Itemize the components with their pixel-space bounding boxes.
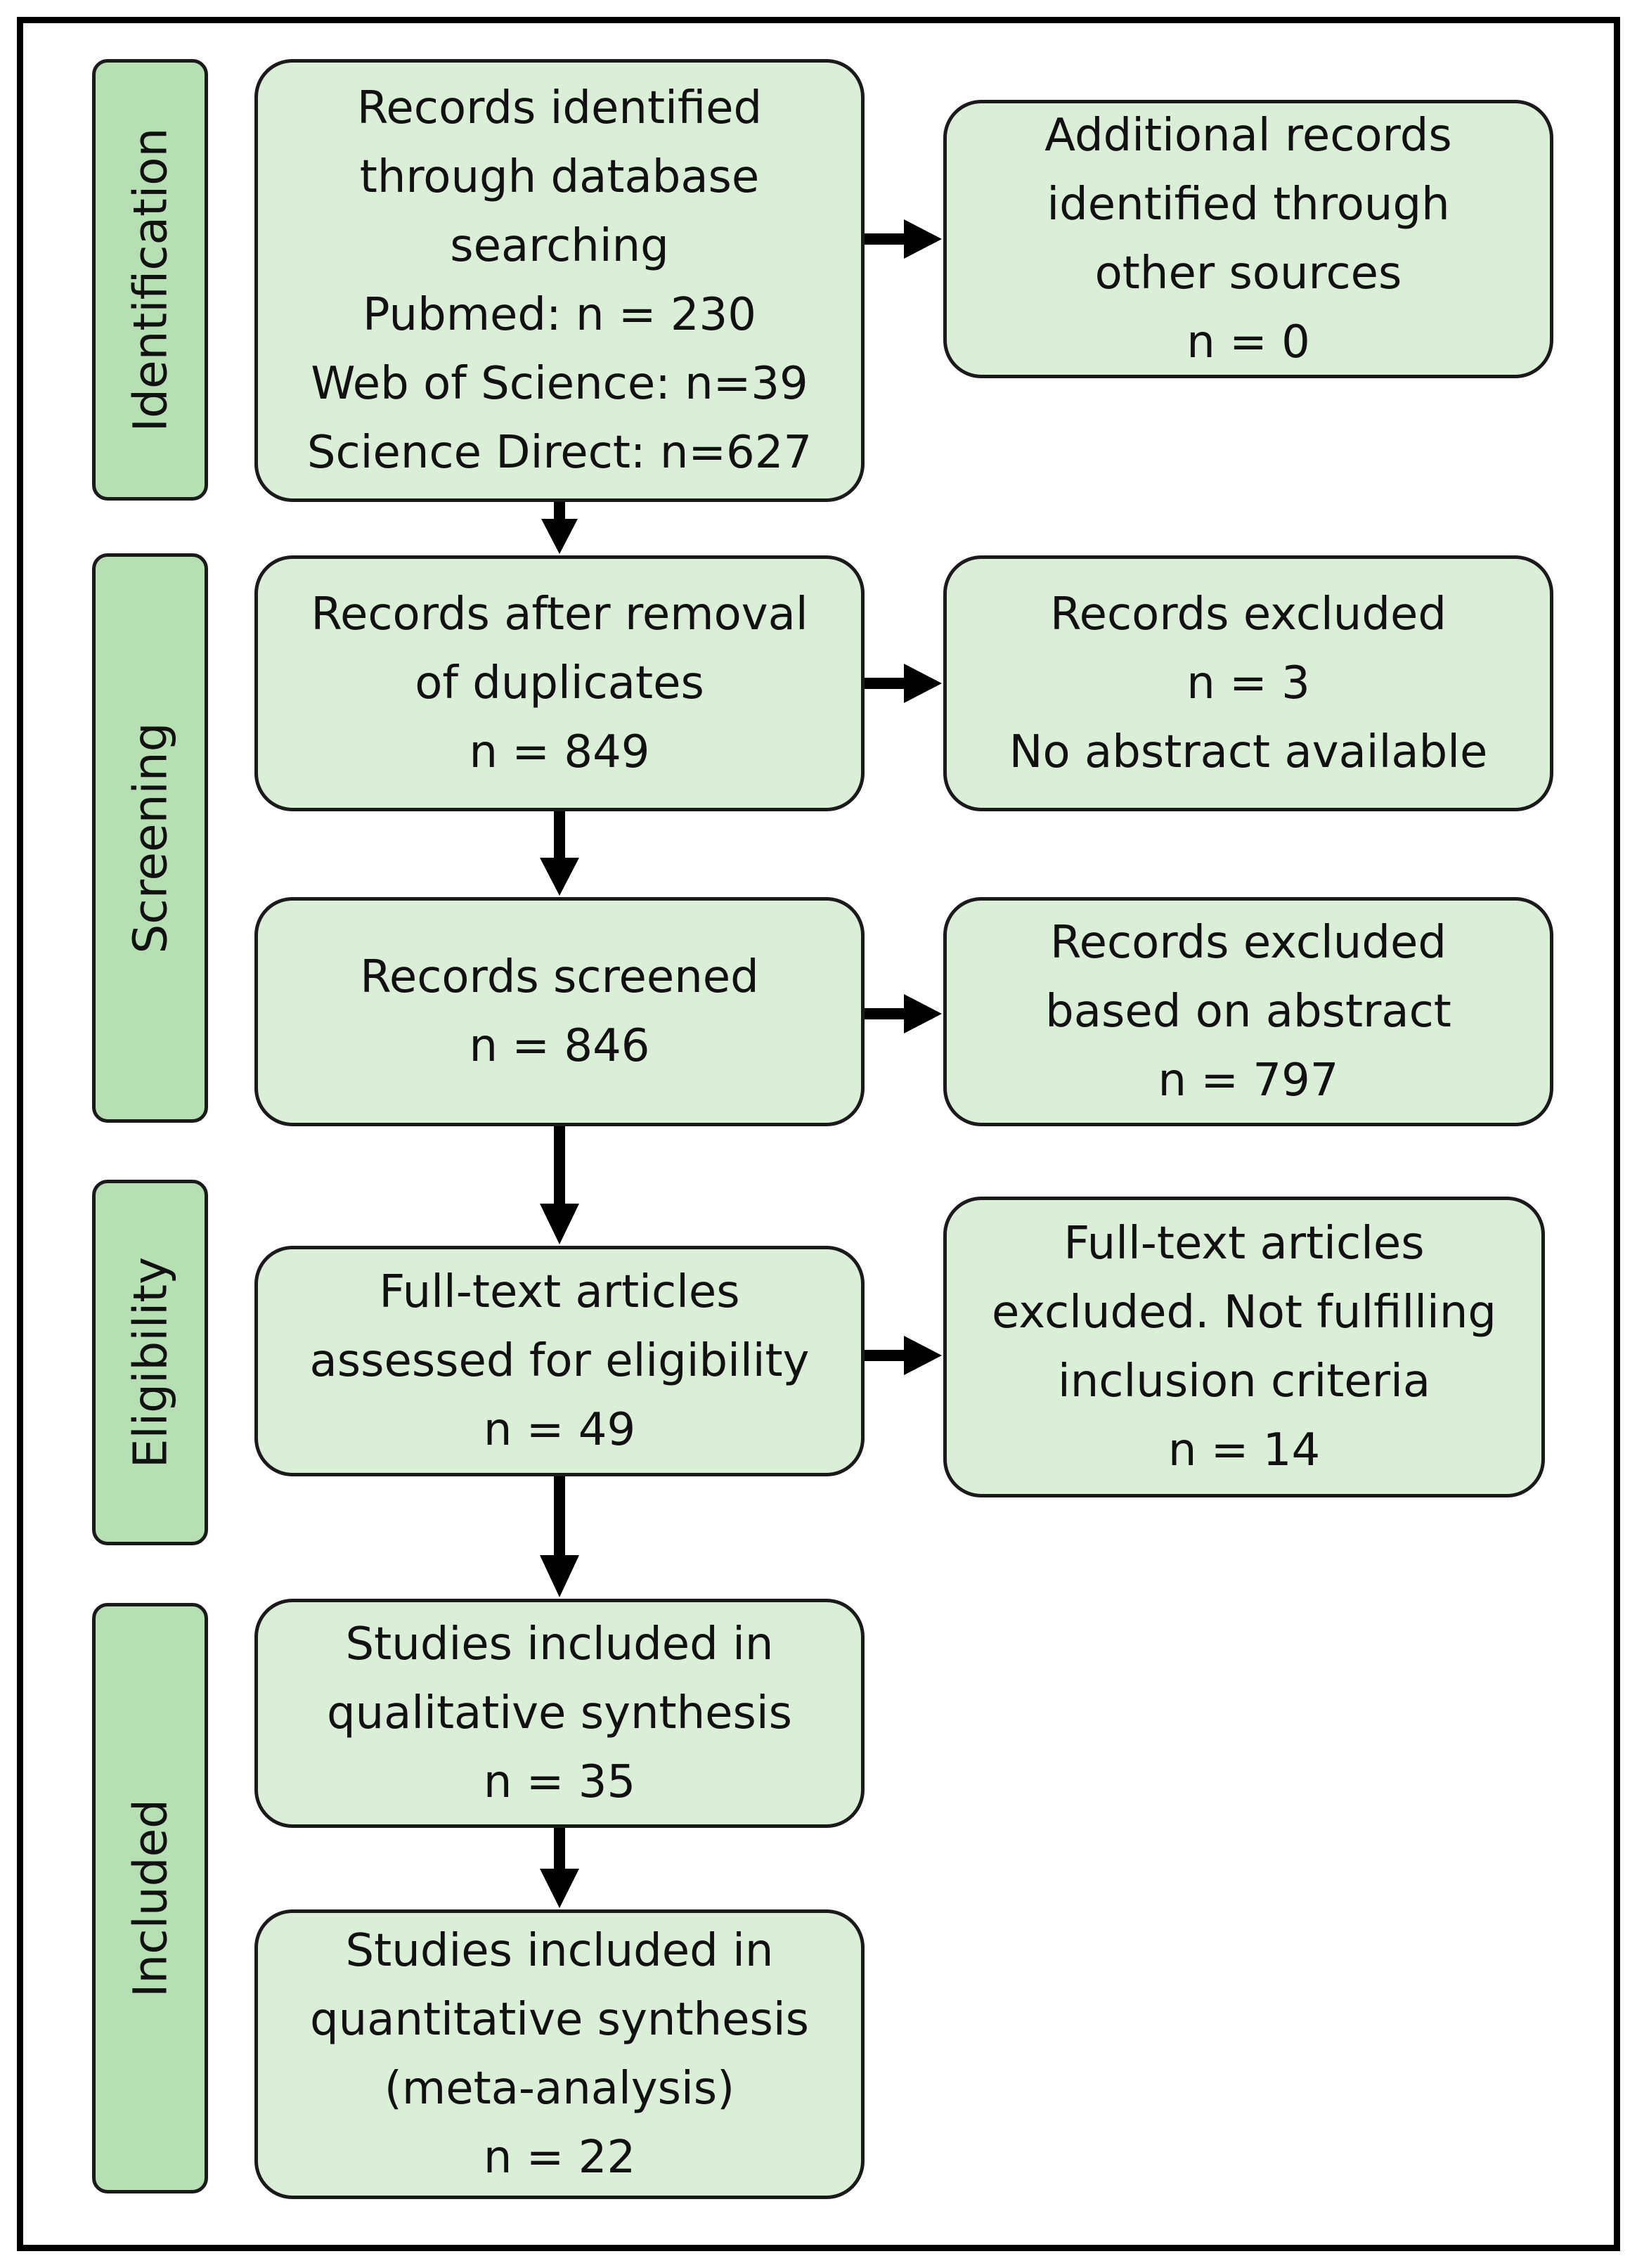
box-full-text-assessed-line: n = 49	[483, 1404, 636, 1456]
box-database-search-line: Web of Science: n=39	[311, 358, 808, 410]
box-database-search-line: Pubmed: n = 230	[363, 289, 756, 341]
box-other-sources: Additional records identified through ot…	[943, 100, 1553, 378]
box-quantitative-line: n = 22	[483, 2132, 636, 2184]
arrow-down-2	[540, 811, 579, 896]
box-after-duplicates: Records after removal of duplicates n = …	[254, 555, 865, 811]
box-full-text-assessed-line: Full-text articles	[379, 1266, 740, 1318]
arrow-down-5	[540, 1828, 579, 1908]
box-full-text-assessed-line: assessed for eligibility	[309, 1335, 810, 1387]
arrow-down-3	[540, 1126, 579, 1244]
box-qualitative: Studies included in qualitative synthesi…	[254, 1599, 865, 1828]
box-full-text-excluded-line: inclusion criteria	[1057, 1355, 1431, 1407]
box-excluded-abstract-line: n = 797	[1158, 1055, 1339, 1107]
stage-screening: Screening	[92, 553, 208, 1123]
box-after-duplicates-line: of duplicates	[415, 657, 704, 709]
box-quantitative-line: (meta-analysis)	[384, 2063, 735, 2115]
box-quantitative: Studies included in quantitative synthes…	[254, 1909, 865, 2199]
box-other-sources-line: Additional records	[1044, 110, 1452, 162]
stage-identification: Identification	[92, 59, 208, 501]
arrow-down-1	[541, 502, 578, 554]
box-database-search-line: Science Direct: n=627	[306, 427, 813, 479]
box-other-sources-line: n = 0	[1186, 316, 1310, 368]
box-quantitative-line: Studies included in	[345, 1925, 774, 1977]
box-database-search-line: Records identified	[356, 82, 763, 134]
box-qualitative-line: qualitative synthesis	[326, 1687, 793, 1739]
stage-included: Included	[92, 1603, 208, 2193]
box-excluded-abstract: Records excluded based on abstract n = 7…	[943, 897, 1553, 1126]
box-excluded-no-abstract: Records excluded n = 3 No abstract avail…	[943, 555, 1553, 811]
box-full-text-assessed: Full-text articles assessed for eligibil…	[254, 1246, 865, 1476]
arrow-right-3	[865, 994, 942, 1033]
arrow-right-2	[865, 664, 942, 703]
arrow-down-4	[540, 1476, 579, 1597]
box-full-text-excluded: Full-text articles excluded. Not fulfill…	[943, 1197, 1545, 1497]
box-database-search: Records identified through database sear…	[254, 59, 865, 502]
box-quantitative-line: quantitative synthesis	[310, 1994, 809, 2046]
stage-eligibility: Eligibility	[92, 1180, 208, 1545]
box-full-text-excluded-line: excluded. Not fulfilling	[991, 1287, 1497, 1339]
box-excluded-abstract-line: based on abstract	[1045, 986, 1451, 1038]
box-full-text-excluded-line: n = 14	[1167, 1424, 1321, 1476]
arrow-right-1	[865, 219, 942, 259]
box-screened-line: n = 846	[469, 1020, 650, 1072]
box-screened: Records screened n = 846	[254, 897, 865, 1126]
box-database-search-line: through database	[359, 151, 760, 203]
box-qualitative-line: n = 35	[483, 1756, 636, 1808]
box-after-duplicates-line: n = 849	[469, 726, 650, 778]
box-excluded-no-abstract-line: Records excluded	[1050, 588, 1447, 640]
box-full-text-excluded-line: Full-text articles	[1063, 1218, 1425, 1270]
box-screened-line: Records screened	[360, 951, 759, 1003]
box-excluded-abstract-line: Records excluded	[1050, 917, 1447, 969]
box-other-sources-line: identified through	[1047, 179, 1450, 231]
arrow-right-4	[865, 1336, 942, 1375]
box-other-sources-line: other sources	[1094, 247, 1402, 299]
box-excluded-no-abstract-line: n = 3	[1186, 657, 1310, 709]
box-after-duplicates-line: Records after removal	[311, 588, 808, 640]
box-qualitative-line: Studies included in	[345, 1618, 774, 1670]
box-excluded-no-abstract-line: No abstract available	[1009, 726, 1488, 778]
box-database-search-line: searching	[450, 220, 669, 272]
